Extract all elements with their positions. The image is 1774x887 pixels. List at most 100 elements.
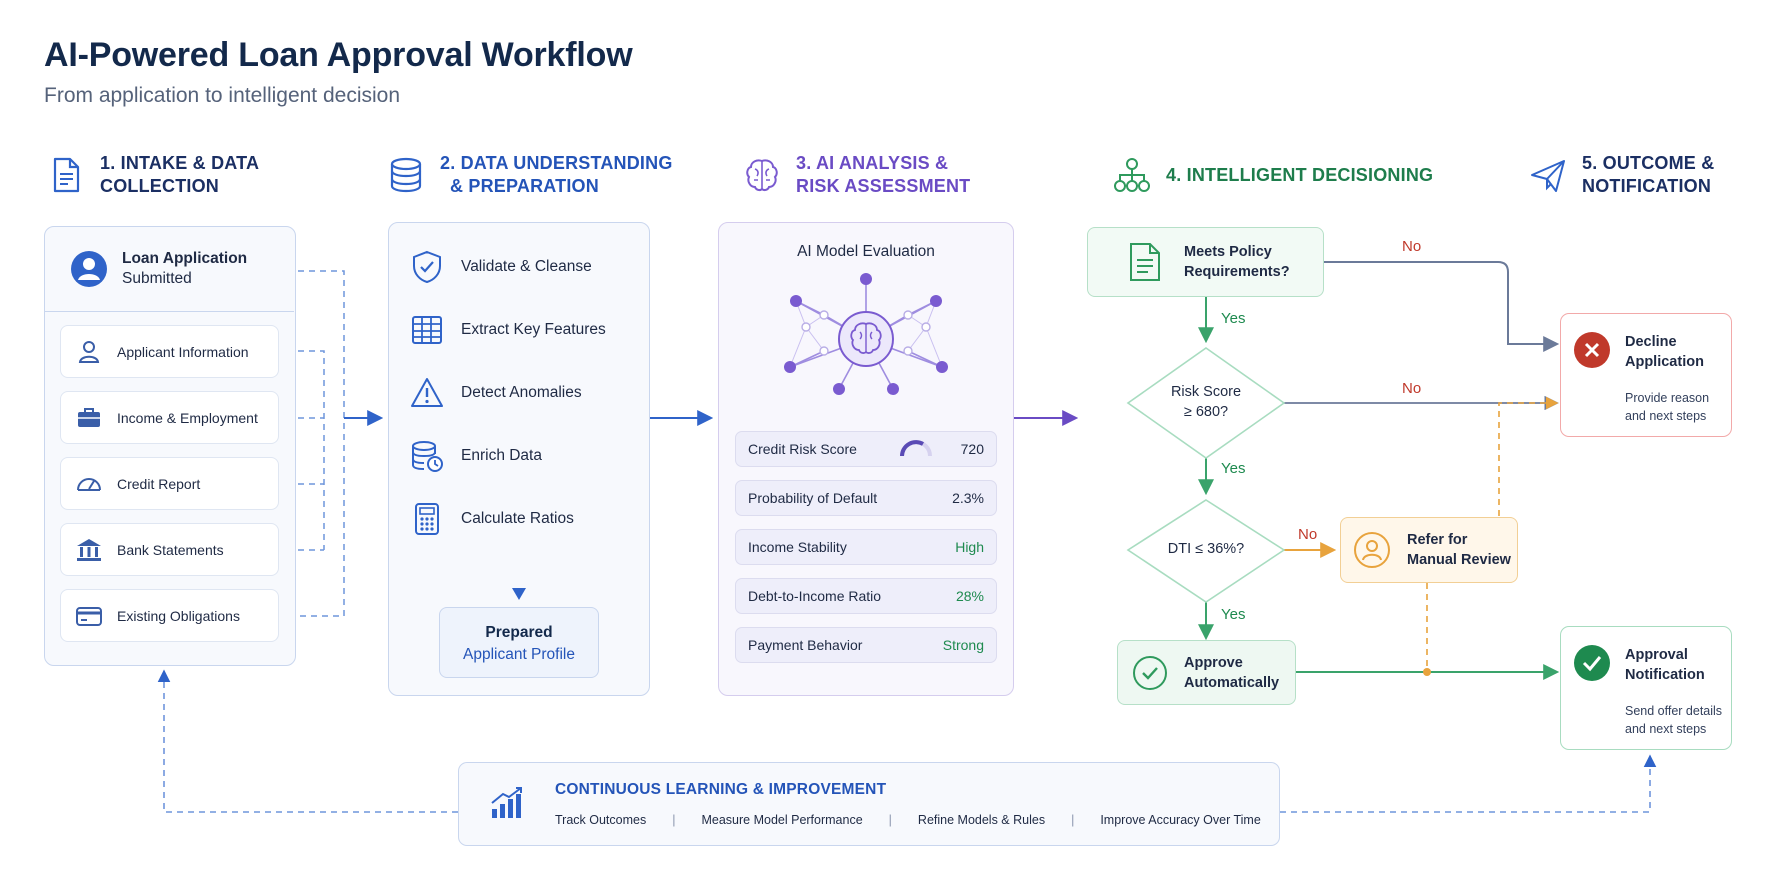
prep-step-ratios: Calculate Ratios [409,501,574,537]
application-submitted-card: Loan Application Submitted [44,226,294,312]
prepared-profile-box: Prepared Applicant Profile [439,607,599,678]
label-no-risk: No [1402,380,1422,397]
learning-item: Refine Models & Rules [917,813,1046,827]
policy-line2: Requirements? [1184,264,1290,280]
metric-dti-ratio: Debt-to-Income Ratio 28% [735,578,997,614]
check-circle-icon [1133,655,1167,690]
prep-step-anomalies: Detect Anomalies [409,375,582,411]
metric-value: Strong [942,637,984,653]
refer-line2: Manual Review [1407,552,1511,568]
risk-line1: Risk Score [1170,384,1242,400]
document-icon [53,157,80,193]
approval-line2: Notification [1625,667,1705,683]
metric-value: 2.3% [952,490,984,506]
metric-label: Probability of Default [748,490,878,506]
stage-5-line2: NOTIFICATION [1582,176,1712,196]
policy-check-box: Meets Policy Requirements? [1087,227,1324,297]
growth-chart-icon [491,787,522,818]
learning-panel: CONTINUOUS LEARNING & IMPROVEMENT Track … [458,762,1280,846]
approve-line2: Automatically [1184,674,1280,691]
metric-label: Credit Risk Score [748,441,857,457]
ai-network-graphic [784,273,948,395]
stage-3-header: 3. AI ANALYSIS &RISK ASSESSMENT [742,152,970,198]
refer-line1: Refer for [1407,532,1468,548]
database-clock-icon [412,441,443,472]
label-no-dti: No [1298,526,1318,543]
metric-income-stability: Income Stability High [735,529,997,565]
intake-item-label: Existing Obligations [117,607,240,624]
stage-2-line2: & PREPARATION [450,176,599,196]
learning-item: Improve Accuracy Over Time [1100,813,1261,827]
metric-label: Payment Behavior [748,637,863,653]
approval-note1: Send offer details [1625,704,1723,718]
bank-icon [77,538,101,561]
score-gauge-icon [899,440,932,457]
learning-divider: | [1071,813,1075,827]
calculator-icon [415,503,439,535]
gauge-icon [77,477,101,491]
x-circle-icon [1574,332,1610,368]
risk-diamond-label: Risk Score ≥ 680? [1128,382,1284,422]
page-title: AI-Powered Loan Approval Workflow [44,36,633,74]
label-no-policy: No [1402,238,1422,255]
stage-2-line1: 2. DATA UNDERSTANDING [440,153,673,173]
intake-item-income[interactable]: Income & Employment [60,391,279,444]
stage-1-line1: 1. INTAKE & DATA [100,153,260,173]
shield-check-icon [413,250,441,284]
user-review-icon [1354,532,1390,568]
intake-item-bank[interactable]: Bank Statements [60,523,279,576]
metric-value: 28% [955,588,984,604]
card-icon [76,606,102,626]
person-icon [78,340,100,363]
metric-value: 720 [960,441,984,457]
analysis-panel: AI Model Evaluation Credit Risk Score [718,222,1014,696]
page-subtitle: From application to intelligent decision [44,84,401,107]
stage-5-line1: 5. OUTCOME & [1582,153,1715,173]
label-yes-policy: Yes [1221,310,1246,327]
prep-step-label: Detect Anomalies [461,384,582,401]
stage-1-line2: COLLECTION [100,176,219,196]
intake-item-obligations[interactable]: Existing Obligations [60,589,279,642]
learning-divider: | [888,813,892,827]
stage-2-header: 2. DATA UNDERSTANDING & PREPARATION [386,152,673,198]
learning-loop-right [1280,754,1657,813]
metric-credit-risk-score: Credit Risk Score 720 [735,431,997,467]
paper-plane-icon [1531,160,1565,192]
prep-step-label: Calculate Ratios [461,510,574,527]
prep-step-label: Extract Key Features [461,321,606,338]
decline-box: Decline Application Provide reason and n… [1560,313,1732,437]
approval-note2: and next steps [1625,722,1707,736]
learning-divider: | [672,813,676,827]
intake-item-label: Credit Report [117,475,201,492]
learning-item: Track Outcomes [555,813,647,827]
analysis-title: AI Model Evaluation [797,243,935,260]
review-junction-dot [1423,668,1431,676]
stage-4-line1: 4. INTELLIGENT DECISIONING [1166,164,1434,185]
decline-note2: and next steps [1625,409,1707,423]
approve-line1: Approve [1184,654,1243,671]
stage-1-header: 1. INTAKE & DATA COLLECTION [46,152,259,198]
intake-item-label: Income & Employment [117,409,258,426]
metric-value: High [955,539,984,555]
intake-item-applicant[interactable]: Applicant Information [60,325,279,378]
decline-line1: Decline [1625,334,1677,350]
learning-items: Track Outcomes | Measure Model Performan… [555,813,1261,827]
stage-5-header: 5. OUTCOME & NOTIFICATION [1528,152,1714,198]
arrow-policy-no [1324,261,1560,352]
down-triangle-icon [512,588,526,600]
label-yes-dti: Yes [1221,606,1246,623]
briefcase-icon [78,407,100,427]
table-icon [412,316,442,344]
profile-line2: Applicant Profile [462,646,575,663]
dti-diamond-label: DTI ≤ 36%? [1167,541,1245,557]
metric-probability-default: Probability of Default 2.3% [735,480,997,516]
intake-item-credit[interactable]: Credit Report [60,457,279,510]
learning-item: Measure Model Performance [701,813,863,827]
prep-step-validate: Validate & Cleanse [409,249,592,285]
prep-panel: Validate & Cleanse Extract Key Features … [388,222,650,696]
approve-box: Approve Automatically [1117,640,1296,705]
prep-step-label: Validate & Cleanse [461,258,592,275]
risk-line2: ≥ 680? [1183,404,1229,420]
decline-line2: Application [1625,354,1704,370]
